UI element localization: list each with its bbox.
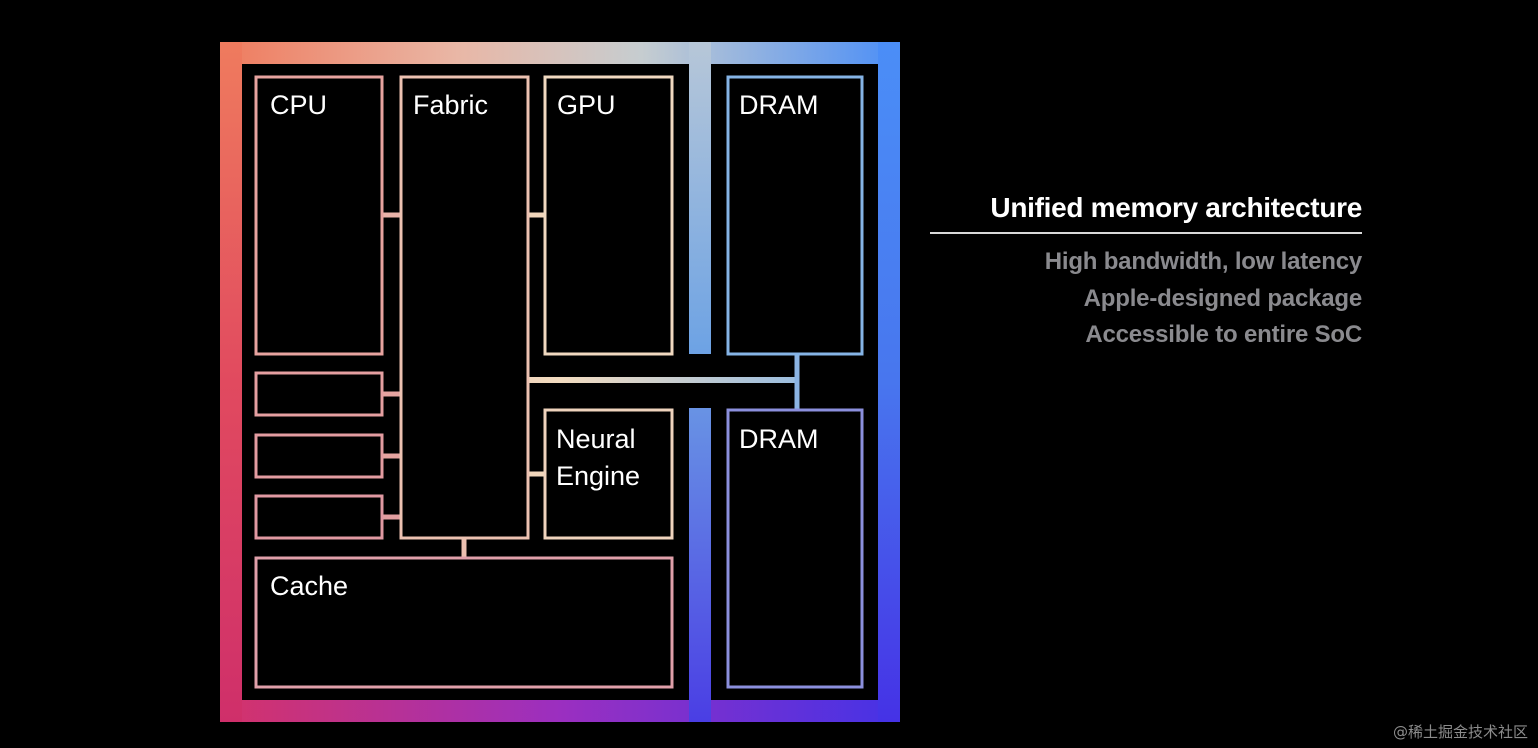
small-block-2 (254, 433, 384, 479)
cache-label: Cache (270, 571, 348, 601)
feature-item: Accessible to entire SoC (1085, 321, 1362, 348)
dram-top-label: DRAM (739, 90, 819, 120)
small-block-1 (254, 371, 384, 417)
fabric-block (399, 75, 530, 540)
small-block-3 (254, 494, 384, 540)
package-frame (220, 42, 900, 722)
cpu-block (254, 75, 384, 356)
interconnects (383, 212, 800, 558)
dram-top-block (726, 75, 864, 356)
gpu-block (543, 75, 674, 356)
watermark: @稀土掘金技术社区 (1392, 723, 1528, 741)
neural-engine-block (543, 408, 674, 540)
dram-bottom-label: DRAM (739, 424, 819, 454)
feature-item: Apple-designed package (1083, 284, 1363, 312)
neural-engine-label-line1: Neural (556, 424, 636, 454)
fabric-label: Fabric (413, 90, 488, 120)
feature-title: Unified memory architecture (990, 192, 1362, 223)
cache-block (254, 556, 674, 689)
cpu-label: CPU (270, 90, 327, 120)
title-divider (930, 232, 1362, 234)
gpu-label: GPU (557, 90, 616, 120)
feature-panel: Unified memory architecture High bandwid… (930, 190, 1362, 354)
neural-engine-label-line2: Engine (556, 461, 640, 491)
feature-item: High bandwidth, low latency (1044, 248, 1362, 275)
dram-bottom-block (726, 408, 864, 689)
